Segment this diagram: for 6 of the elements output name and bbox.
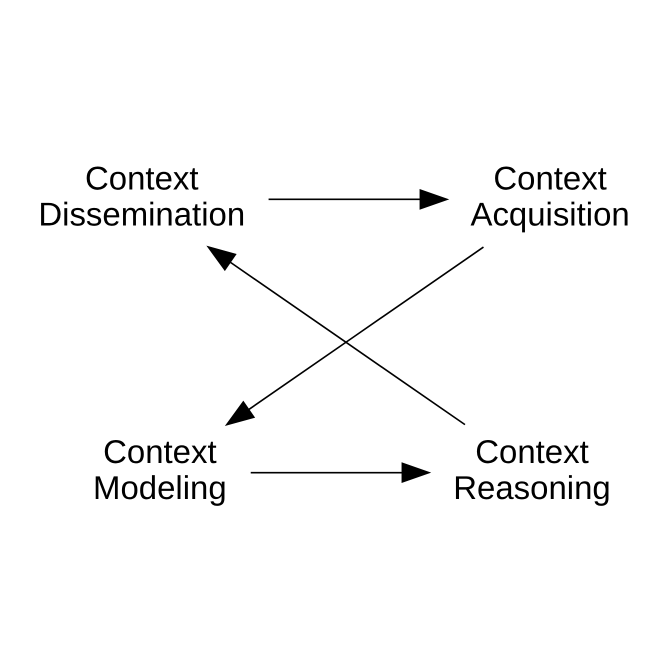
node-text: Context Dissemination [38, 159, 246, 233]
node-text: Context Modeling [93, 432, 227, 506]
arrow [268, 188, 450, 210]
node-text: Context Acquisition [470, 159, 630, 233]
arrow [250, 462, 432, 484]
node-text: Context Reasoning [453, 432, 611, 506]
